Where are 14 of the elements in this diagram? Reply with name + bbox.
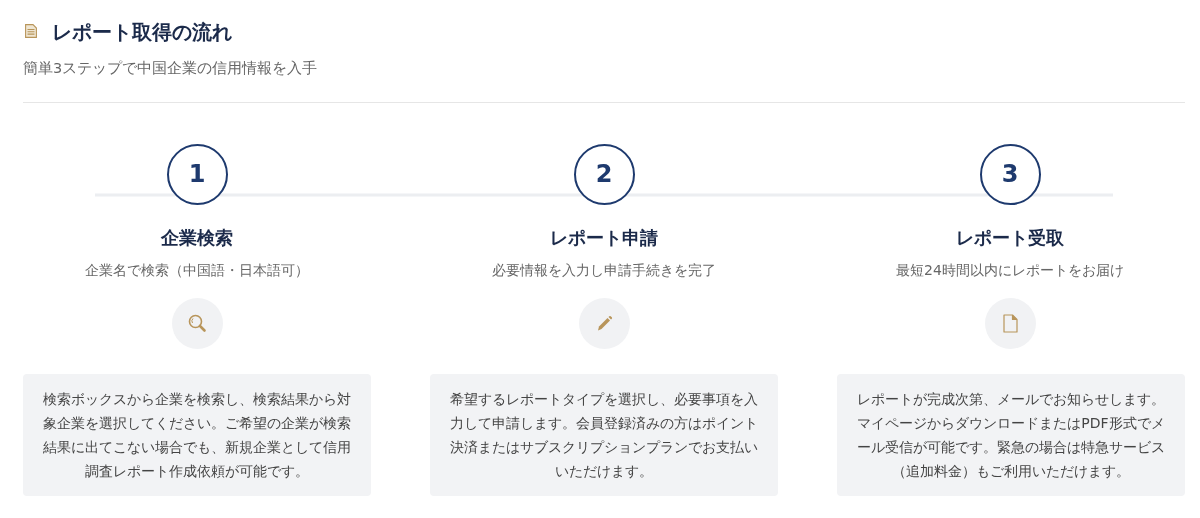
step-title: 企業検索 [160,227,234,249]
step-title: レポート申請 [549,227,659,249]
step-number-circle: 1 [166,143,228,205]
step-number-circle: 2 [573,143,635,205]
step-subtitle: 最短24時間以内にレポートをお届け [895,261,1125,280]
step-number-circle: 3 [979,143,1041,205]
title: レポート取得の流れ [52,20,232,44]
step-subtitle: 企業名で検索（中国語・日本語可） [84,261,310,280]
description-box: レポートが完成次第、メールでお知らせします。マイページからダウンロードまたはPDF形式でメール受信が可能です。緊急の場合は特急サービス（追加料金）もご利用いただけます。 [837,374,1185,496]
step-subtitle: 必要情報を入力し申請手続きを完了 [491,261,717,280]
description-box: 希望するレポートタイプを選択し、必要事項を入力して申請します。会員登録済みの方はポイント決済またはサブスクリプションプランでお支払いいただけます。 [430,374,778,496]
subtitle: 簡単3ステップで中国企業の信用情報を入手 [23,59,318,78]
description-box: 検索ボックスから企業を検索し、検索結果から対象企業を選択してください。ご希望の企業が検索結果に出てこない場合でも、新規企業として信用調査レポート作成依頼が可能です。 [23,374,371,496]
step-title: レポート受取 [955,227,1065,249]
